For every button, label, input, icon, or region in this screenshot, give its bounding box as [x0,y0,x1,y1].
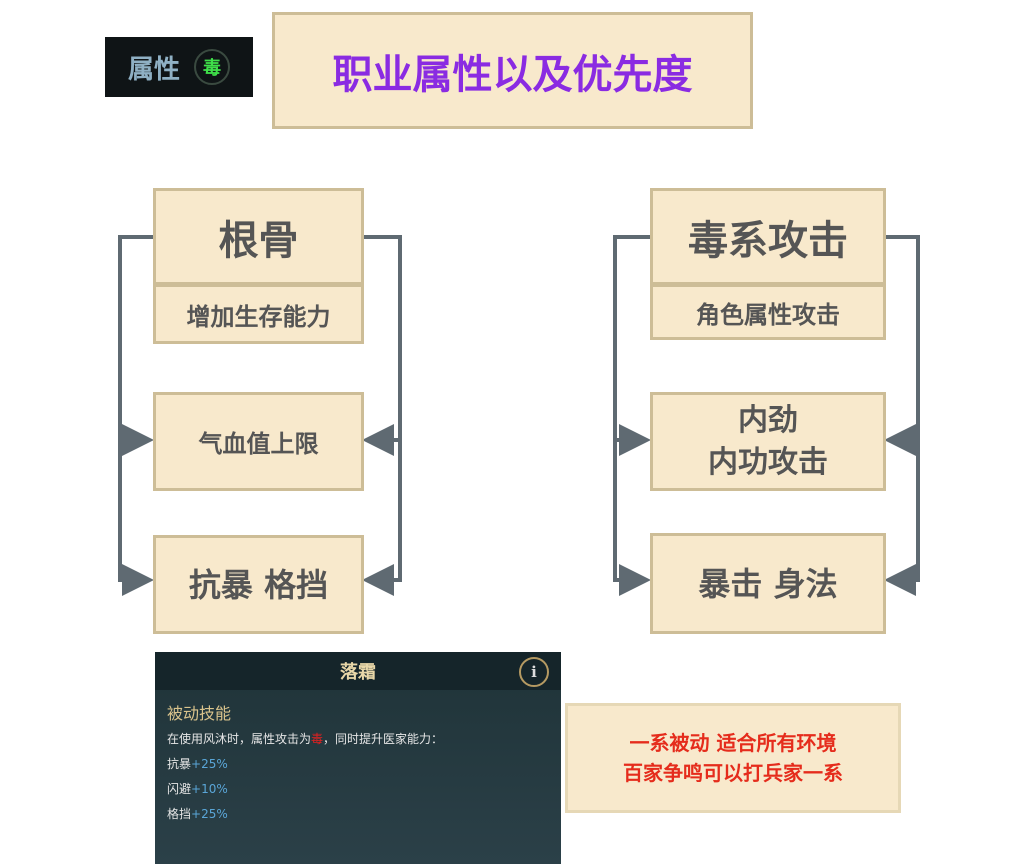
stat-name: 闪避 [167,782,192,796]
info-icon[interactable]: i [519,657,549,687]
right-outer-connector [613,235,651,596]
page-title: 职业属性以及优先度 [272,12,753,129]
note-box: 一系被动 适合所有环境 百家争鸣可以打兵家一系 [565,703,901,813]
right-item1-line1: 内劲 [738,402,798,438]
stat-value: +10% [191,782,228,796]
stat-name: 抗暴 [167,757,192,771]
desc-text: 在使用风沐时，属性攻击为 [167,732,312,746]
right-head-box: 毒系攻击 [650,188,886,285]
left-outer-connector [118,235,154,596]
stat-row: 抗暴+25% [167,755,561,772]
right-sub-box: 角色属性攻击 [650,284,886,340]
stat-row: 闪避+10% [167,780,561,797]
stat-value: +25% [191,807,228,821]
right-item2-box: 暴击 身法 [650,533,886,634]
desc-text-end: ，同时提升医家能力： [323,732,444,746]
skill-description: 在使用风沐时，属性攻击为毒，同时提升医家能力： [167,730,561,747]
right-item1-box: 内劲 内功攻击 [650,392,886,491]
left-item1-box: 气血值上限 [153,392,364,491]
note-line1: 一系被动 适合所有环境 [629,731,837,755]
poison-element-icon: 毒 [194,49,230,85]
right-inner-connector [884,235,920,596]
badge-label: 属性 [127,54,180,85]
skill-subtitle: 被动技能 [167,704,232,723]
note-line2: 百家争鸣可以打兵家一系 [623,761,843,785]
stat-name: 格挡 [167,807,192,821]
left-item2-box: 抗暴 格挡 [153,535,364,634]
skill-header: 落霜 i [155,652,561,690]
desc-element: 毒 [311,732,324,746]
stat-row: 格挡+25% [167,805,561,822]
right-item1-line2: 内功攻击 [708,444,828,480]
stat-value: +25% [191,757,228,771]
left-head-box: 根骨 [153,188,364,285]
left-sub-box: 增加生存能力 [153,284,364,344]
skill-title: 落霜 [340,662,376,683]
skill-tooltip-panel: 落霜 i 被动技能 在使用风沐时，属性攻击为毒，同时提升医家能力： 抗暴+25%… [155,652,561,864]
left-inner-connector [362,235,402,596]
attribute-badge: 属性 毒 [105,37,253,97]
